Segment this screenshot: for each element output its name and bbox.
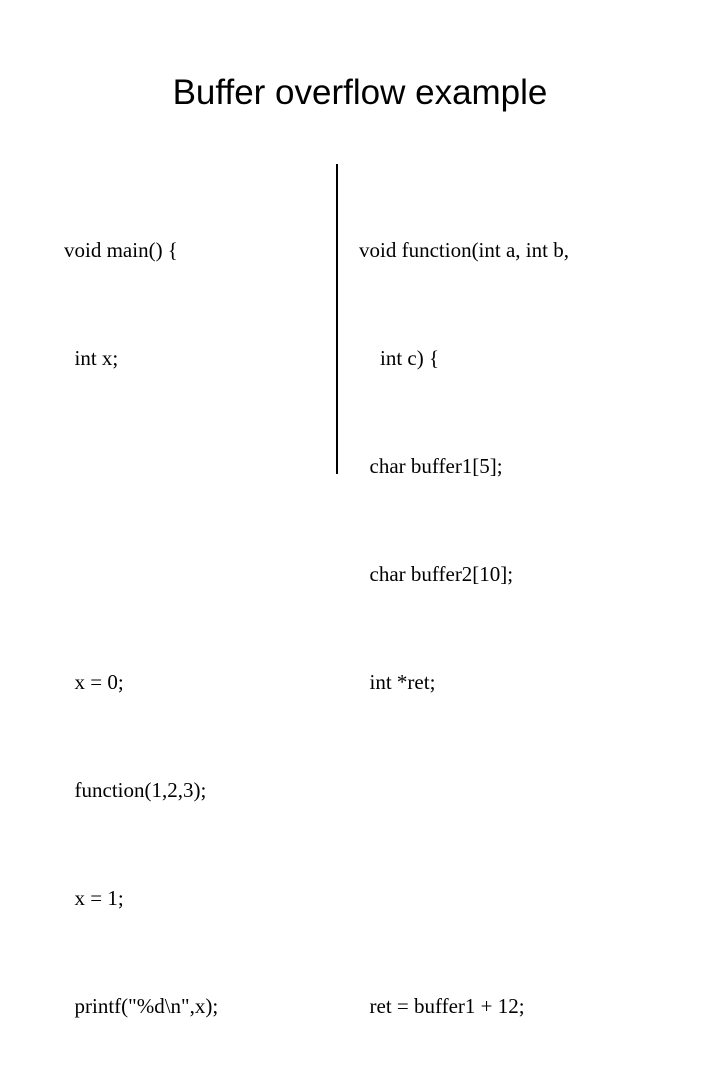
code-line: printf("%d\n",x);: [64, 994, 219, 1018]
code-line: int c) {: [359, 346, 440, 370]
slide-canvas: Buffer overflow example void main() { in…: [0, 73, 720, 1018]
code-line: function(1,2,3);: [64, 778, 207, 802]
code-line: void function(int a, int b,: [359, 238, 569, 262]
code-line: x = 0;: [64, 670, 124, 694]
code-line: int x;: [64, 346, 119, 370]
code-line: int *ret;: [359, 670, 436, 694]
code-line: void main() {: [64, 238, 178, 262]
code-line: ret = buffer1 + 12;: [359, 994, 525, 1018]
code-line-blank: [64, 448, 314, 484]
code-line: char buffer1[5];: [359, 454, 503, 478]
code-line: x = 1;: [64, 886, 124, 910]
code-line-blank: [359, 772, 659, 808]
code-comparison-area: void main() { int x; x = 0; function(1,2…: [0, 160, 720, 1018]
function-definition-code: void function(int a, int b, int c) { cha…: [359, 160, 659, 1080]
main-function-code: void main() { int x; x = 0; function(1,2…: [64, 160, 314, 1080]
code-line-blank: [64, 556, 314, 592]
vertical-divider: [336, 164, 338, 474]
code-line: char buffer2[10];: [359, 562, 514, 586]
code-line-blank: [359, 880, 659, 916]
page-title: Buffer overflow example: [172, 73, 548, 112]
